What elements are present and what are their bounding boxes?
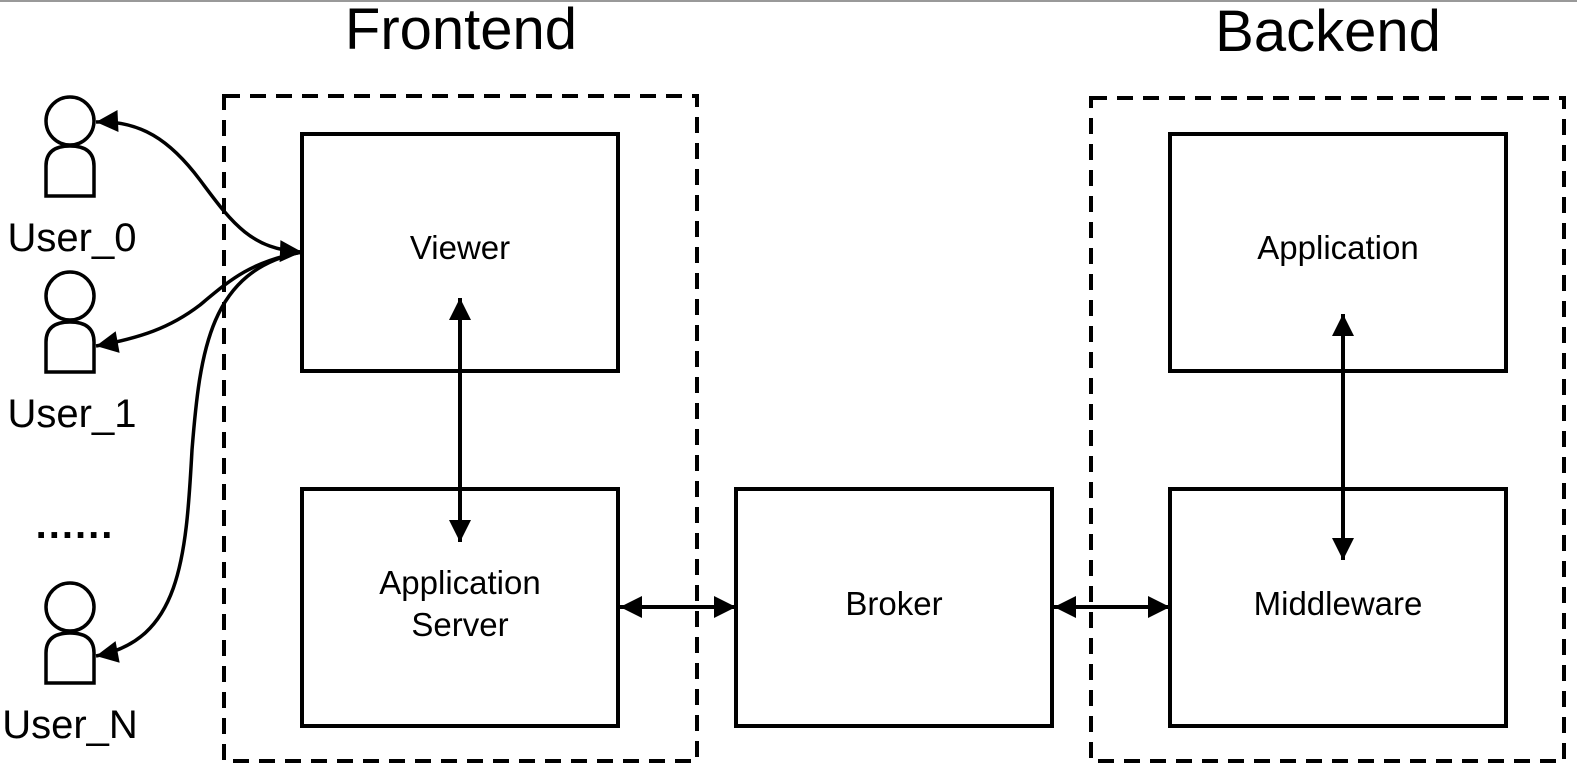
user1-viewer-arrow — [95, 250, 303, 353]
users-ellipsis: ...... — [36, 503, 115, 547]
application-server-label-line1: Application — [379, 564, 540, 601]
application-label: Application — [1257, 229, 1418, 266]
user0-viewer-arrow — [95, 110, 303, 263]
user-n-label: User_N — [2, 703, 138, 747]
user-0-icon — [44, 95, 96, 198]
backend-group — [1089, 96, 1566, 763]
backend-title: Backend — [1215, 0, 1441, 64]
user-1-icon — [44, 270, 96, 374]
user-1-label: User_1 — [8, 392, 137, 436]
frontend-group — [222, 94, 699, 763]
frontend-title: Frontend — [345, 0, 577, 62]
viewer-label: Viewer — [410, 229, 510, 266]
user-n-icon — [44, 581, 96, 685]
application-server-label-line2: Server — [411, 606, 508, 643]
usern-viewer-arrow — [95, 250, 303, 663]
broker-label: Broker — [845, 585, 942, 622]
middleware-label: Middleware — [1254, 585, 1423, 622]
user-0-label: User_0 — [8, 216, 137, 260]
